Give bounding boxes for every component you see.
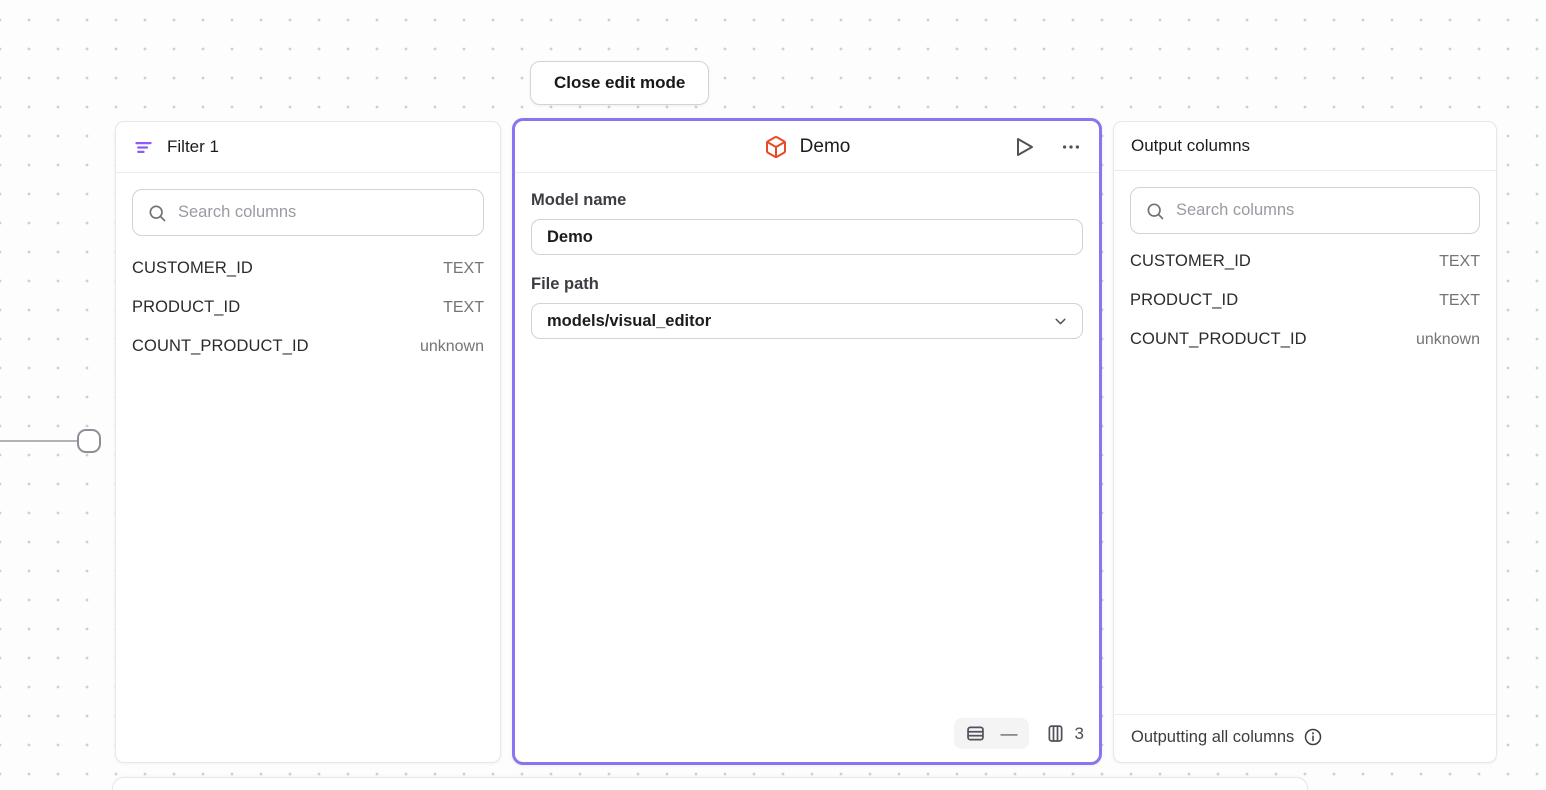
filter-node-panel[interactable]: Filter 1 CUSTOMER_ID TEXT PRODUCT_ID	[115, 121, 501, 763]
info-icon[interactable]	[1303, 727, 1323, 747]
output-search-box	[1130, 187, 1480, 234]
table-columns-icon	[1045, 723, 1066, 744]
column-row[interactable]: PRODUCT_ID TEXT	[132, 288, 484, 327]
column-count-indicator: 3	[1045, 723, 1084, 744]
run-model-button[interactable]	[1012, 135, 1036, 159]
column-type: unknown	[419, 337, 484, 355]
output-panel-title: Output columns	[1131, 136, 1251, 155]
play-icon	[1012, 135, 1036, 159]
output-panel-header: Output columns	[1114, 122, 1496, 171]
column-type: TEXT	[1439, 291, 1480, 309]
filter-panel-header: Filter 1	[116, 122, 500, 173]
filter-search-box	[132, 189, 484, 236]
connector-edge	[0, 440, 79, 442]
table-rows-icon	[965, 723, 986, 744]
column-row[interactable]: PRODUCT_ID TEXT	[1130, 281, 1480, 320]
filter-search-input[interactable]	[178, 203, 469, 222]
filter-panel-title: Filter 1	[167, 137, 219, 156]
column-name: COUNT_PRODUCT_ID	[132, 337, 309, 355]
row-count-value: —	[1000, 723, 1018, 743]
file-path-select[interactable]: models/visual_editor	[531, 303, 1083, 339]
output-footer-text: Outputting all columns	[1131, 727, 1295, 746]
column-type: TEXT	[443, 298, 484, 316]
search-icon	[1145, 201, 1165, 221]
column-row[interactable]: COUNT_PRODUCT_ID unknown	[132, 327, 484, 366]
column-row[interactable]: CUSTOMER_ID TEXT	[1130, 242, 1480, 281]
output-search-input[interactable]	[1176, 201, 1465, 220]
search-icon	[147, 203, 167, 223]
model-stats-footer: — 3	[515, 718, 1099, 762]
column-type: TEXT	[1439, 252, 1480, 270]
column-type: unknown	[1415, 330, 1480, 348]
more-options-button[interactable]	[1060, 136, 1082, 158]
column-name: COUNT_PRODUCT_ID	[1130, 330, 1307, 348]
cube-icon	[764, 135, 788, 159]
file-path-value: models/visual_editor	[547, 311, 712, 330]
column-name: CUSTOMER_ID	[1130, 252, 1251, 270]
column-count-value: 3	[1074, 723, 1084, 743]
column-name: CUSTOMER_ID	[132, 259, 253, 277]
close-edit-mode-button[interactable]: Close edit mode	[530, 61, 710, 105]
chevron-down-icon	[1052, 313, 1069, 330]
model-name-input[interactable]	[531, 219, 1083, 255]
connector-port-handle[interactable]	[77, 429, 101, 453]
model-name-label: Model name	[531, 191, 627, 209]
column-type: TEXT	[443, 259, 484, 277]
column-name: PRODUCT_ID	[132, 298, 241, 316]
output-column-list: CUSTOMER_ID TEXT PRODUCT_ID TEXT COUNT_P…	[1130, 242, 1480, 359]
file-path-label: File path	[531, 275, 599, 293]
column-row[interactable]: CUSTOMER_ID TEXT	[132, 249, 484, 288]
column-name: PRODUCT_ID	[1130, 291, 1239, 309]
model-node-panel[interactable]: Demo Mod	[512, 118, 1102, 765]
column-row[interactable]: COUNT_PRODUCT_ID unknown	[1130, 320, 1480, 359]
bottom-panel[interactable]	[112, 777, 1308, 790]
output-footer: Outputting all columns	[1114, 714, 1496, 762]
filter-lines-icon	[133, 137, 154, 158]
model-panel-title: Demo	[799, 135, 851, 157]
row-count-button[interactable]: —	[953, 718, 1029, 749]
output-columns-panel[interactable]: Output columns CUSTOMER_ID TEXT PRODU	[1113, 121, 1497, 763]
model-panel-header: Demo	[515, 121, 1099, 173]
filter-column-list: CUSTOMER_ID TEXT PRODUCT_ID TEXT COUNT_P…	[132, 249, 484, 366]
ellipsis-icon	[1060, 136, 1082, 158]
